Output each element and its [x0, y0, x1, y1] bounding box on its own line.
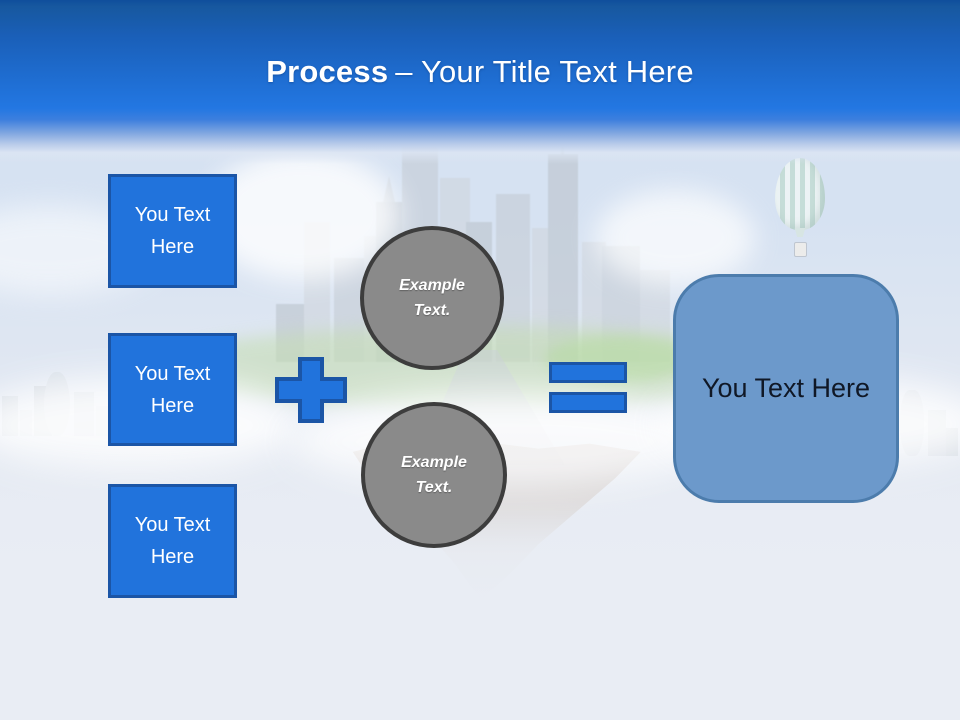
input-box-2[interactable]: You Text Here [108, 333, 237, 446]
equals-bar [549, 362, 627, 383]
result-box[interactable]: You Text Here [673, 274, 899, 503]
result-box-label: You Text Here [701, 373, 871, 403]
step-circle-label: Example Text. [401, 454, 467, 496]
step-circle-label: Example Text. [399, 277, 465, 319]
input-box-1[interactable]: You Text Here [108, 174, 237, 288]
step-circle-2[interactable]: Example Text. [361, 402, 507, 548]
cloud [595, 190, 755, 285]
plus-icon [275, 357, 347, 423]
title-keyword: Process [266, 54, 389, 89]
hot-air-balloon-icon [774, 156, 828, 260]
input-box-label: You Text Here [134, 204, 211, 258]
left-city-skyline [0, 358, 120, 436]
input-box-label: You Text Here [134, 362, 211, 417]
input-box-label: You Text Here [134, 514, 211, 568]
equals-bar [549, 392, 627, 413]
slide-title: Process– Your Title Text Here [0, 54, 960, 90]
equals-icon [549, 362, 627, 413]
step-circle-1[interactable]: Example Text. [360, 226, 504, 370]
title-subtitle: – Your Title Text Here [395, 54, 694, 89]
input-box-3[interactable]: You Text Here [108, 484, 237, 598]
